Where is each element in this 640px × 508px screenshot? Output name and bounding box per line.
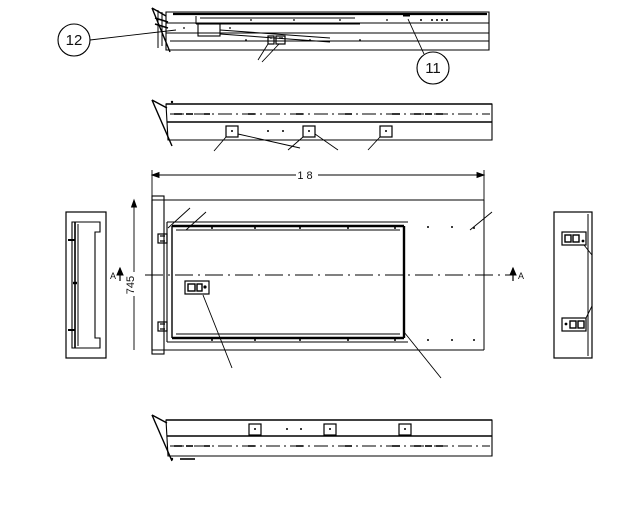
- section-marker-a-left-label: A: [110, 271, 116, 281]
- overall-length-dimension: [150, 170, 486, 205]
- section-marker-a-left: [116, 266, 124, 281]
- balloon-11-label: 11: [425, 60, 441, 77]
- overall-length-dimension-text: 1 8: [297, 170, 312, 182]
- overall-height-dimension-text: 745: [125, 276, 137, 294]
- view-right-side: [553, 211, 593, 359]
- balloon-11-leader: [407, 18, 425, 55]
- balloon-11[interactable]: [407, 18, 450, 85]
- hinge-lower: [157, 321, 168, 332]
- balloon-11-circle: [416, 51, 450, 85]
- section-marker-a-right-label: A: [518, 271, 524, 281]
- balloon-12-label: 12: [66, 32, 83, 49]
- view-rear-elevation: [151, 99, 493, 152]
- balloon-12[interactable]: [57, 23, 177, 57]
- view-bottom-elevation: [151, 414, 493, 462]
- view-top-plan: [151, 7, 490, 63]
- section-marker-a-right: [509, 266, 517, 281]
- view-left-side: [65, 211, 107, 359]
- bracket-upper: [561, 231, 587, 246]
- view-main-front: [145, 195, 510, 379]
- hinge-upper: [157, 233, 168, 244]
- balloon-12-leader: [89, 29, 177, 41]
- overall-height-dimension: [130, 198, 138, 350]
- bracket-lower: [561, 317, 587, 332]
- latch-component: [184, 280, 210, 295]
